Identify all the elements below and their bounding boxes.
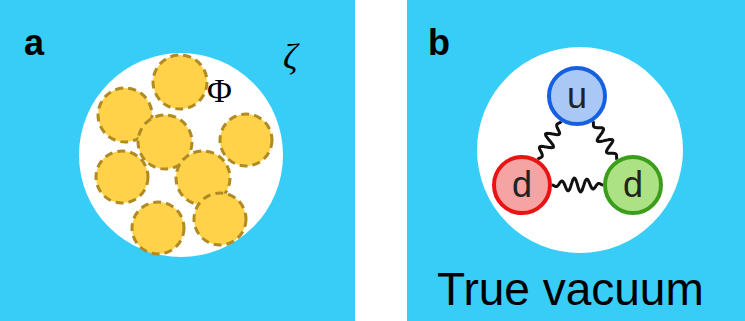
quark-label: d: [623, 167, 643, 203]
gluon-line: [552, 178, 603, 192]
quark-circle: u: [547, 66, 607, 126]
bubble: [79, 53, 283, 257]
true-vacuum-ground: [407, 0, 745, 321]
quark-circle: d: [492, 155, 552, 215]
panel-letter: b: [428, 22, 450, 64]
quark-circle: d: [603, 155, 663, 215]
panel-letter: a: [24, 22, 44, 64]
particles: [96, 55, 272, 254]
field-symbol: ζ: [283, 36, 298, 78]
region-label: True vacuum: [437, 262, 704, 316]
field-symbol: Φ: [207, 72, 232, 110]
false-vacuum-ground: [0, 0, 355, 321]
quark-label: d: [512, 167, 532, 203]
quark-label: u: [567, 78, 587, 114]
gluon-line: [538, 122, 561, 160]
gluon-line: [593, 121, 617, 159]
bubble: [477, 47, 683, 253]
